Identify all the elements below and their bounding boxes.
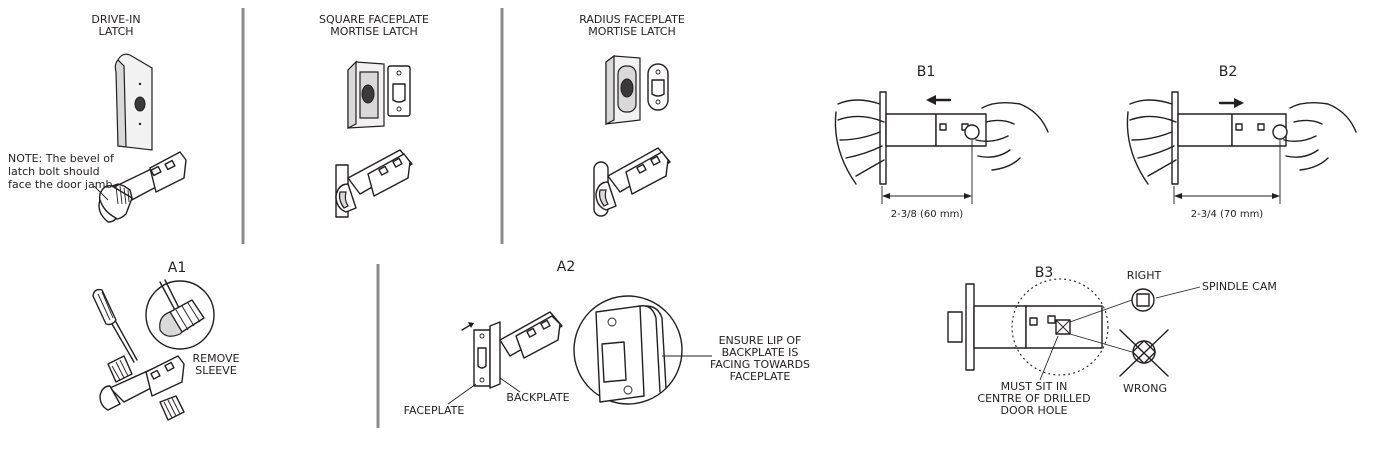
ensure-lip-label: ENSURE LIP OF BACKPLATE IS FACING TOWARD… — [662, 334, 810, 383]
svg-text:CENTRE OF DRILLED: CENTRE OF DRILLED — [977, 392, 1090, 405]
drive-in-latch-illustration — [98, 151, 187, 223]
svg-text:MORTISE LATCH: MORTISE LATCH — [588, 25, 675, 38]
square-faceplate-label: SQUARE FACEPLATE MORTISE LATCH — [319, 13, 429, 38]
b1-left-hand — [834, 99, 885, 185]
must-sit-label: MUST SIT IN CENTRE OF DRILLED DOOR HOLE — [977, 335, 1091, 417]
drive-in-latch-label: DRIVE-IN LATCH — [91, 13, 140, 38]
svg-text:2-3/8 (60 mm): 2-3/8 (60 mm) — [891, 209, 964, 220]
radius-faceplate-label: RADIUS FACEPLATE MORTISE LATCH — [579, 13, 685, 38]
faceplate-label: FACEPLATE — [404, 383, 477, 417]
svg-text:BACKPLATE: BACKPLATE — [506, 391, 569, 404]
radius-latch-illustration — [593, 147, 671, 217]
b2-latch-illustration — [1171, 91, 1288, 185]
b1-dimension: 2-3/8 (60 mm) — [881, 140, 973, 220]
latch-with-sleeve-illustration — [99, 355, 185, 421]
square-faceplate-part — [387, 65, 411, 117]
svg-text:ENSURE LIP OF: ENSURE LIP OF — [719, 334, 802, 347]
svg-text:SLEEVE: SLEEVE — [195, 364, 237, 377]
svg-text:NOTE: The bevel of: NOTE: The bevel of — [8, 152, 115, 165]
svg-text:WRONG: WRONG — [1123, 382, 1167, 395]
a2-zoom-circle — [573, 295, 683, 405]
svg-text:MUST SIT IN: MUST SIT IN — [1001, 380, 1068, 393]
b2-arrow-right — [1218, 98, 1244, 108]
wrong-label: WRONG — [1123, 382, 1167, 395]
b1-arrow-left — [926, 95, 952, 105]
step-a2-label: A2 — [557, 259, 575, 275]
svg-text:RIGHT: RIGHT — [1127, 269, 1162, 282]
drilled-hole-outline — [1011, 278, 1109, 376]
svg-text:LATCH: LATCH — [98, 25, 133, 38]
svg-text:BACKPLATE IS: BACKPLATE IS — [722, 346, 799, 359]
svg-text:RADIUS FACEPLATE: RADIUS FACEPLATE — [579, 13, 685, 26]
step-b1-label: B1 — [917, 64, 936, 80]
radius-faceplate-part — [647, 63, 669, 111]
screwdriver-illustration — [92, 288, 138, 363]
b3-leader-lines — [1069, 299, 1133, 353]
step-b2-label: B2 — [1219, 64, 1238, 80]
right-label: RIGHT — [1127, 269, 1162, 282]
svg-text:FACING TOWARDS: FACING TOWARDS — [710, 358, 810, 371]
svg-text:SPINDLE CAM: SPINDLE CAM — [1202, 280, 1277, 293]
remove-sleeve-label: REMOVE SLEEVE — [192, 352, 239, 377]
b2-right-hand — [1283, 101, 1357, 171]
step-a1-label: A1 — [168, 260, 186, 276]
svg-text:latch bolt should: latch bolt should — [8, 165, 100, 178]
svg-text:FACEPLATE: FACEPLATE — [730, 370, 791, 383]
b2-dimension: 2-3/4 (70 mm) — [1173, 140, 1281, 220]
svg-text:DOOR HOLE: DOOR HOLE — [1001, 404, 1068, 417]
square-latch-illustration — [335, 149, 413, 218]
svg-text:DRIVE-IN: DRIVE-IN — [91, 13, 140, 26]
spindle-cam-label: SPINDLE CAM — [1155, 280, 1277, 299]
svg-text:MORTISE LATCH: MORTISE LATCH — [330, 25, 417, 38]
svg-text:SQUARE FACEPLATE: SQUARE FACEPLATE — [319, 13, 429, 26]
spindle-cam-wrong-icon — [1119, 329, 1169, 377]
svg-text:FACEPLATE: FACEPLATE — [404, 404, 465, 417]
note-text: NOTE: The bevel of latch bolt should fac… — [8, 152, 115, 201]
svg-text:2-3/4 (70 mm): 2-3/4 (70 mm) — [1191, 209, 1264, 220]
a1-zoom-circle — [145, 279, 215, 350]
b1-latch-illustration — [879, 91, 987, 185]
backplate-label: BACKPLATE — [499, 377, 570, 404]
b1-right-hand — [975, 101, 1049, 171]
step-b3-label: B3 — [1035, 265, 1054, 281]
svg-text:REMOVE: REMOVE — [192, 352, 239, 365]
svg-text:face the door jamb: face the door jamb — [8, 178, 112, 191]
spindle-cam-right-icon — [1131, 288, 1155, 312]
door-edge-illustration — [114, 53, 153, 151]
radius-door-cutout — [605, 54, 641, 125]
square-door-cutout — [347, 60, 385, 129]
b3-latch-illustration — [947, 283, 1103, 371]
b2-left-hand — [1126, 99, 1177, 185]
a2-latch-illustration — [461, 311, 563, 389]
